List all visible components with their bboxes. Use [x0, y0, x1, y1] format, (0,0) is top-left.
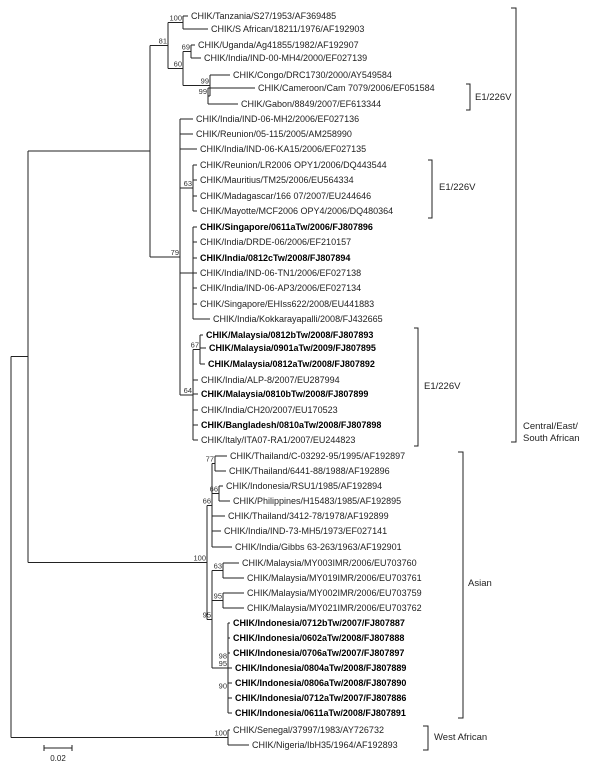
leaf-label: CHIK/Thailand/6441-88/1988/AF192896	[229, 466, 390, 476]
leaf-label: CHIK/Indonesia/0706aTw/2007/FJ807897	[233, 648, 404, 658]
leaf-label: CHIK/India/IND-06-TN1/2006/EF027138	[200, 268, 361, 278]
group-label-asian: Asian	[468, 578, 492, 589]
mutation-label-3: E1/226V	[424, 381, 461, 392]
leaf-label: CHIK/India/Gibbs 63-263/1963/AF192901	[235, 542, 402, 552]
bootstrap-value: 95	[219, 659, 227, 668]
leaf-label: CHIK/Thailand/3412-78/1978/AF192899	[228, 511, 389, 521]
leaf-label: CHIK/India/Kokkarayapalli/2008/FJ432665	[213, 314, 383, 324]
leaf-label: CHIK/Indonesia/0602aTw/2008/FJ807888	[233, 633, 404, 643]
leaf-label: CHIK/Indonesia/0712aTw/2007/FJ807886	[235, 693, 406, 703]
leaf-label: CHIK/India/CH20/2007/EU170523	[201, 405, 338, 415]
bootstrap-value: 98	[219, 652, 227, 661]
leaf-label: CHIK/India/IND-73-MH5/1973/EF027141	[224, 526, 387, 536]
leaf-label: CHIK/Tanzania/S27/1953/AF369485	[191, 11, 336, 21]
leaf-label: CHIK/Indonesia/0806aTw/2008/FJ807890	[235, 678, 406, 688]
leaf-label: CHIK/India/IND-06-MH2/2006/EF027136	[196, 114, 359, 124]
leaf-label: CHIK/Malaysia/0901aTw/2009/FJ807895	[209, 343, 376, 353]
leaf-label: CHIK/India/IND-00-MH4/2000/EF027139	[204, 53, 367, 63]
bootstrap-value: 66	[203, 496, 211, 505]
leaf-label: CHIK/Philippines/H15483/1985/AF192895	[233, 496, 401, 506]
leaf-label: CHIK/Italy/ITA07-RA1/2007/EU244823	[201, 435, 355, 445]
scale-bar-label: 0.02	[50, 754, 66, 763]
leaf-label: CHIK/India/0812cTw/2008/FJ807894	[200, 253, 350, 263]
leaf-label: CHIK/Thailand/C-03292-95/1995/AF192897	[230, 451, 405, 461]
leaf-label: CHIK/Bangladesh/0810aTw/2008/FJ807898	[201, 420, 381, 430]
leaf-label: CHIK/India/DRDE-06/2006/EF210157	[200, 237, 351, 247]
bootstrap-value: 99	[199, 87, 207, 96]
leaf-label: CHIK/Mayotte/MCF2006 OPY4/2006/DQ480364	[200, 206, 393, 216]
leaf-label: CHIK/Malaysia/MY019IMR/2006/EU703761	[247, 573, 422, 583]
bootstrap-value: 79	[171, 248, 179, 257]
bootstrap-value: 63	[214, 562, 222, 571]
leaf-label: CHIK/Indonesia/0712bTw/2007/FJ807887	[233, 618, 405, 628]
leaf-label: CHIK/Malaysia/0812aTw/2008/FJ807892	[208, 359, 375, 369]
bracket-east-african	[511, 7, 517, 443]
bracket-e1-226v-2	[428, 159, 433, 219]
bootstrap-value: 66	[210, 485, 218, 494]
leaf-label: CHIK/S African/18211/1976/AF192903	[211, 24, 364, 34]
group-label-east-african-1: Central/East/	[523, 421, 578, 432]
bootstrap-value: 67	[191, 341, 199, 350]
leaf-label: CHIK/Cameroon/Cam 7079/2006/EF051584	[258, 83, 435, 93]
leaf-label: CHIK/Mauritius/TM25/2006/EU564334	[200, 175, 354, 185]
group-label-east-african-2: South African	[523, 433, 580, 444]
leaf-label: CHIK/Malaysia/MY021IMR/2006/EU703762	[247, 603, 422, 613]
mutation-label-1: E1/226V	[475, 92, 512, 103]
bootstrap-value: 100	[214, 729, 227, 738]
bootstrap-value: 99	[201, 77, 209, 86]
leaf-label: CHIK/Reunion/05-115/2005/AM258990	[196, 129, 352, 139]
leaf-label: CHIK/Senegal/37997/1983/AY726732	[233, 725, 384, 735]
leaf-label: CHIK/Gabon/8849/2007/EF613344	[241, 99, 381, 109]
bracket-e1-226v-3	[414, 327, 419, 447]
bootstrap-value: 100	[169, 14, 182, 23]
leaf-label: CHIK/Congo/DRC1730/2000/AY549584	[233, 70, 392, 80]
bootstrap-value: 60	[174, 60, 182, 69]
leaf-label: CHIK/Singapore/0611aTw/2006/FJ807896	[200, 222, 373, 232]
bootstrap-value: 100	[193, 553, 206, 562]
leaf-label: CHIK/Singapore/EHIss622/2008/EU441883	[200, 299, 374, 309]
bootstrap-value: 63	[184, 179, 192, 188]
bootstrap-value: 81	[159, 37, 167, 46]
leaf-label: CHIK/Indonesia/0611aTw/2008/FJ807891	[235, 708, 406, 718]
leaf-label: CHIK/Indonesia/0804aTw/2008/FJ807889	[235, 663, 406, 673]
leaf-label: CHIK/Nigeria/IbH35/1964/AF192893	[252, 740, 398, 750]
leaf-label: CHIK/Indonesia/RSU1/1985/AF192894	[226, 481, 382, 491]
leaf-label: CHIK/Malaysia/MY003IMR/2006/EU703760	[242, 558, 417, 568]
bootstrap-values: 1006999996081636764797766666395989095951…	[159, 14, 227, 738]
leaf-label: CHIK/Uganda/Ag41855/1982/AF192907	[198, 40, 359, 50]
leaf-label: CHIK/Madagascar/166 07/2007/EU244646	[200, 191, 371, 201]
bracket-e1-226v-1	[466, 83, 471, 111]
leaf-label: CHIK/India/ALP-8/2007/EU287994	[201, 375, 340, 385]
leaf-label: CHIK/India/IND-06-AP3/2006/EF027134	[200, 283, 361, 293]
leaf-label: CHIK/Reunion/LR2006 OPY1/2006/DQ443544	[200, 160, 387, 170]
leaf-label: CHIK/Malaysia/0812bTw/2008/FJ807893	[206, 330, 373, 340]
leaf-label: CHIK/India/IND-06-KA15/2006/EF027135	[200, 144, 366, 154]
tree-branches	[10, 15, 255, 746]
group-label-west-african: West African	[434, 732, 487, 743]
bootstrap-value: 90	[219, 682, 227, 691]
bootstrap-value: 69	[182, 43, 190, 52]
leaf-label: CHIK/Malaysia/0810bTw/2008/FJ807899	[201, 389, 368, 399]
bracket-west-african	[423, 725, 429, 751]
clade-brackets	[414, 7, 517, 751]
leaf-label: CHIK/Malaysia/MY002IMR/2006/EU703759	[247, 588, 422, 598]
bootstrap-value: 64	[184, 386, 192, 395]
mutation-label-2: E1/226V	[439, 182, 476, 193]
bootstrap-value: 95	[214, 592, 222, 601]
bootstrap-value: 95	[203, 610, 211, 619]
bracket-asian	[458, 451, 464, 719]
bootstrap-value: 77	[206, 455, 214, 464]
